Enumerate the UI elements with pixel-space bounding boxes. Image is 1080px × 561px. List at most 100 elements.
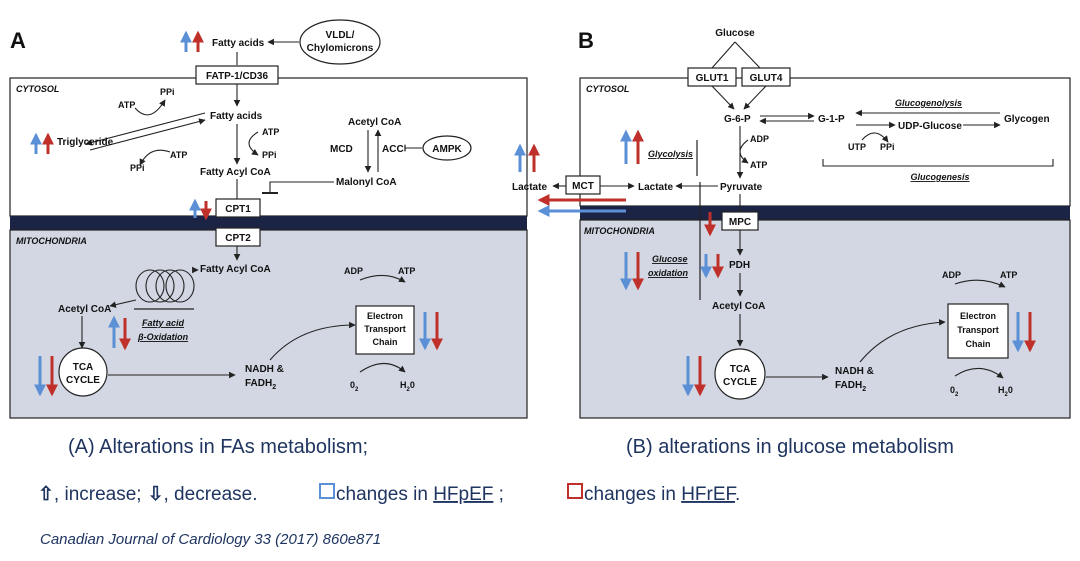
legend-decrease-text: , decrease. — [164, 484, 258, 505]
tg-to-fa — [89, 118, 206, 151]
tg-atp: ATP — [118, 100, 135, 110]
acetyl-coa-mito: Acetyl CoA — [58, 304, 111, 315]
fatty-acids-cytosol: Fatty acids — [210, 111, 263, 122]
g1p-label: G-1-P — [818, 114, 845, 125]
acyl-curve — [248, 131, 259, 156]
nadh-a-2: FADH2 — [245, 378, 276, 391]
etc-box-b — [947, 303, 1009, 359]
legend-hfref: changes in HFrEF. — [584, 484, 740, 505]
etc-a-o2-sub: 2 — [355, 387, 359, 393]
etc-a-h2o-main: H — [400, 380, 407, 390]
glycolysis-curve — [739, 139, 749, 164]
lactate-in-label: Lactate — [638, 182, 673, 193]
panel-a: A CYTOSOL MITOCHONDRIA VLDL/ Chylomicron… — [9, 19, 528, 419]
acetyl-coa-top: Acetyl CoA — [348, 117, 401, 128]
acc-label: ACC — [382, 144, 404, 155]
cytosol-label: CYTOSOL — [16, 84, 59, 94]
etc-b-h2o: H20 — [998, 385, 1013, 398]
etc-b-h2o-end: 0 — [1008, 385, 1013, 395]
nadh-b-2-sub: 2 — [862, 386, 866, 393]
fa-to-tg — [85, 112, 206, 146]
panel-b-letter: B — [578, 28, 594, 53]
cytosol-region-b — [579, 77, 1071, 207]
glycolysis-adp: ADP — [750, 134, 769, 144]
mcd-label: MCD — [330, 144, 353, 155]
g6p-label: G-6-P — [724, 114, 751, 125]
etc-a-adp: ADP — [344, 266, 363, 276]
acyl-atp: ATP — [262, 127, 279, 137]
tca-b-2: CYCLE — [723, 377, 757, 388]
etc-a-h2o-sub: 2 — [407, 387, 411, 393]
etc-b-2: Transport — [957, 325, 999, 335]
beta-oxidation-spiral — [135, 269, 195, 303]
ampk-label: AMPK — [432, 144, 462, 155]
etc-b-h2o-main: H — [998, 385, 1005, 395]
nadh-a-2-sub: 2 — [272, 384, 276, 391]
tg-atp-curve — [134, 99, 166, 116]
fatty-acyl-coa-mito: Fatty Acyl CoA — [200, 264, 271, 275]
nadh-b-1: NADH & — [835, 366, 874, 377]
nadh-b-2-main: FADH — [835, 380, 862, 391]
glucogenesis-bracket — [822, 159, 1054, 167]
mitochondria-label-b: MITOCHONDRIA — [584, 226, 655, 236]
tca-a-1: TCA — [73, 362, 94, 373]
arrows-lactate — [514, 143, 540, 172]
spiral-arrow-out — [109, 299, 137, 308]
glycogen-label: Glycogen — [1004, 114, 1050, 125]
fatty-acyl-coa-cytosol: Fatty Acyl CoA — [200, 167, 271, 178]
etc-a-1: Electron — [367, 311, 403, 321]
fatty-acid-ox-2: β-Oxidation — [137, 332, 189, 342]
arrows-tca-b — [682, 356, 706, 397]
nadh-a-1: NADH & — [245, 364, 284, 375]
glucose-to-glut1 — [711, 41, 736, 69]
etc-a-h2o-end: 0 — [410, 380, 415, 390]
etc-a-o2-main: 0 — [350, 380, 355, 390]
glucogenolysis-label: Glucogenolysis — [895, 98, 962, 108]
etc-a-h2o: H20 — [400, 380, 415, 393]
hfpef-square-icon — [319, 483, 335, 499]
decrease-icon: ⇩ — [148, 484, 164, 505]
increase-icon: ⇧ — [38, 484, 54, 505]
tca-cycle-a — [58, 347, 108, 397]
mitochondrial-membrane — [10, 216, 527, 230]
glucose-ox-1: Glucose — [652, 254, 688, 264]
arrows-etc-a — [419, 312, 443, 351]
tg-ppi-top: PPi — [160, 87, 175, 97]
arrows-tca-a — [34, 356, 58, 397]
pdh-label: PDH — [729, 260, 750, 271]
etc-b-atp: ATP — [1000, 270, 1017, 280]
legend-hfpef-term: HFpEF — [433, 484, 493, 505]
arrows-triglyceride — [30, 132, 54, 154]
legend-hfpef: changes in HFpEF ; — [336, 484, 504, 505]
legend-hfref-term: HFrEF — [681, 484, 736, 505]
nadh-a-2-main: FADH — [245, 378, 272, 389]
acyl-ppi: PPi — [262, 150, 277, 160]
etc-b-o2-curve — [954, 367, 1004, 379]
panel-a-letter: A — [10, 28, 26, 53]
hfref-square-icon — [567, 483, 583, 499]
arrows-lactate-export — [537, 194, 626, 217]
udp-glucose-label: UDP-Glucose — [898, 121, 962, 132]
legend-hfref-text: changes in — [584, 484, 681, 505]
cpt1-box — [215, 198, 261, 218]
glycolysis-atp: ATP — [750, 160, 767, 170]
acetyl-coa-b: Acetyl CoA — [712, 301, 765, 312]
tca-a-2: CYCLE — [66, 375, 100, 386]
etc-b-adp: ADP — [942, 270, 961, 280]
arrows-etc-b — [1012, 312, 1036, 353]
nadh-to-etc-b — [859, 319, 946, 363]
arrows-glucose-ox — [620, 252, 644, 291]
arrows-cpt1 — [189, 198, 212, 221]
vldl-label-2: Chylomicrons — [307, 43, 374, 54]
etc-b-o2-main: 0 — [950, 385, 955, 395]
etc-a-o2: 02 — [350, 380, 359, 393]
glut4-label: GLUT4 — [750, 73, 783, 84]
malonyl-coa-label: Malonyl CoA — [336, 177, 397, 188]
malonyl-inhibit-line — [269, 181, 334, 193]
glycolysis-label: Glycolysis — [648, 149, 693, 159]
legend-line: ⇧, increase;⇩, decrease. — [38, 484, 258, 505]
tg-atp-curve-2 — [139, 149, 171, 166]
etc-a-atp-curve — [359, 274, 406, 283]
legend-end: . — [735, 484, 740, 505]
etc-b-o2: 02 — [950, 385, 959, 398]
